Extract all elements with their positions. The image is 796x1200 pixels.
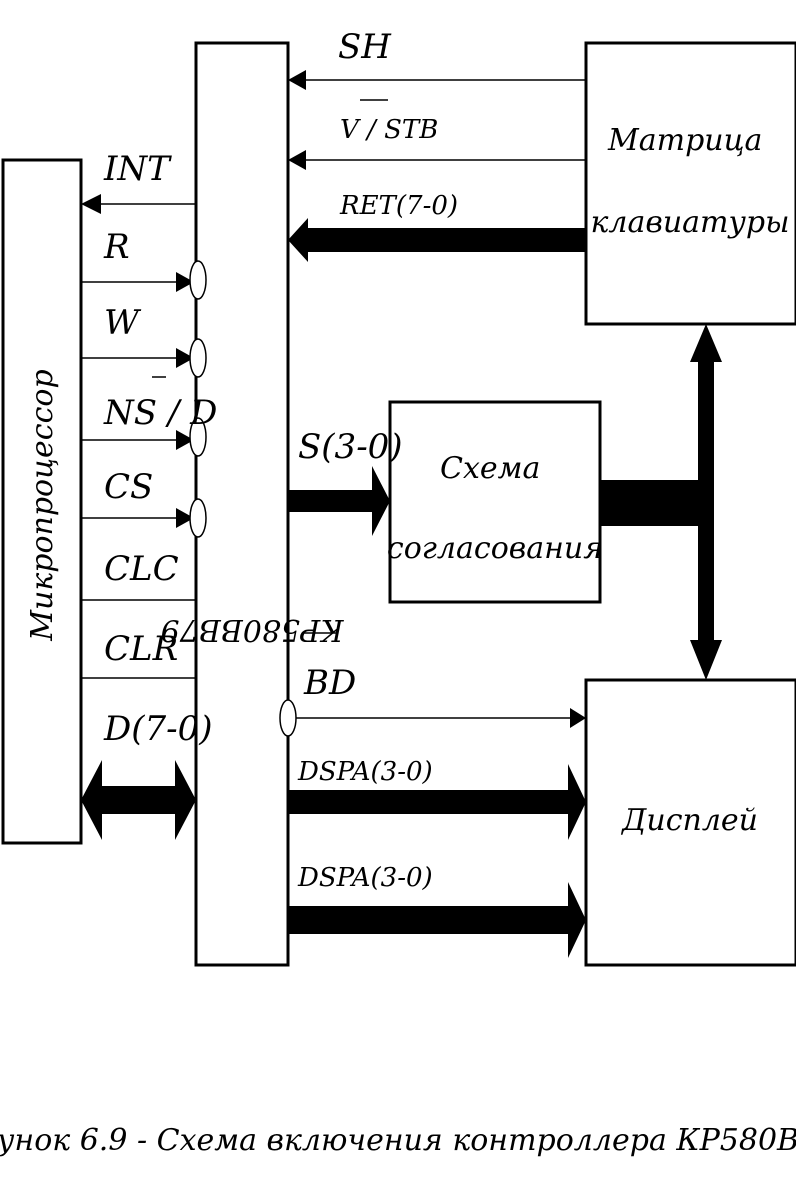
ns-d-line bbox=[81, 376, 207, 457]
int-label: INT bbox=[103, 149, 172, 189]
ret-label: RET(7-0) bbox=[339, 191, 458, 221]
sh-line bbox=[288, 70, 586, 90]
s-bus-label: S(3-0) bbox=[298, 427, 403, 467]
clr-label: CLR bbox=[104, 629, 178, 669]
w-label: W bbox=[104, 303, 142, 343]
display-label: Дисплей bbox=[620, 803, 758, 838]
dspa2-label: DSPA(3-0) bbox=[297, 863, 433, 893]
d-bus-arrow bbox=[81, 760, 196, 840]
bd-line bbox=[279, 699, 586, 737]
v-stb-label: V / STB bbox=[340, 115, 438, 145]
w-line bbox=[81, 338, 207, 378]
s-bus-arrow bbox=[288, 466, 390, 536]
ns-d-label: NS / D bbox=[103, 393, 217, 433]
r-line bbox=[81, 260, 207, 300]
vertical-bus-arrow bbox=[690, 324, 722, 680]
microprocessor-label: Микропроцессор bbox=[25, 369, 60, 641]
controller-label: КР580ВВ79 bbox=[161, 612, 345, 647]
keyboard-matrix-label-1: Матрица bbox=[607, 123, 762, 158]
controller-block bbox=[194, 41, 290, 967]
cs-line bbox=[81, 498, 207, 538]
svg-text:Схема согласования: Схема согласования bbox=[387, 451, 603, 566]
display-block bbox=[584, 678, 796, 967]
interface-circuit-label-2: согласования bbox=[387, 531, 603, 566]
keyboard-matrix-label-2: клавиатуры bbox=[590, 205, 789, 240]
v-stb-line bbox=[288, 99, 586, 170]
dspa1-label: DSPA(3-0) bbox=[297, 757, 433, 787]
int-line bbox=[81, 194, 196, 214]
interface-circuit-block bbox=[388, 400, 602, 604]
interface-to-vertical-bus bbox=[600, 480, 700, 526]
svg-text:Матрица клавиатуры: Матрица клавиатуры bbox=[590, 123, 789, 240]
dspa1-bus-arrow bbox=[288, 764, 586, 840]
microprocessor-block bbox=[1, 158, 83, 845]
interface-circuit-label-1: Схема bbox=[440, 451, 540, 486]
keyboard-matrix-block bbox=[584, 41, 796, 326]
ret-bus-arrow bbox=[288, 218, 586, 262]
d-bus-label: D(7-0) bbox=[103, 709, 213, 749]
r-label: R bbox=[103, 227, 130, 267]
dspa2-bus-arrow bbox=[288, 882, 586, 958]
sh-label: SH bbox=[338, 27, 392, 67]
figure-caption: Рисунок 6.9 - Схема включения контроллер… bbox=[0, 1123, 796, 1158]
cs-label: CS bbox=[104, 467, 153, 507]
clc-label: CLC bbox=[104, 549, 179, 589]
bd-label: BD bbox=[303, 663, 356, 703]
